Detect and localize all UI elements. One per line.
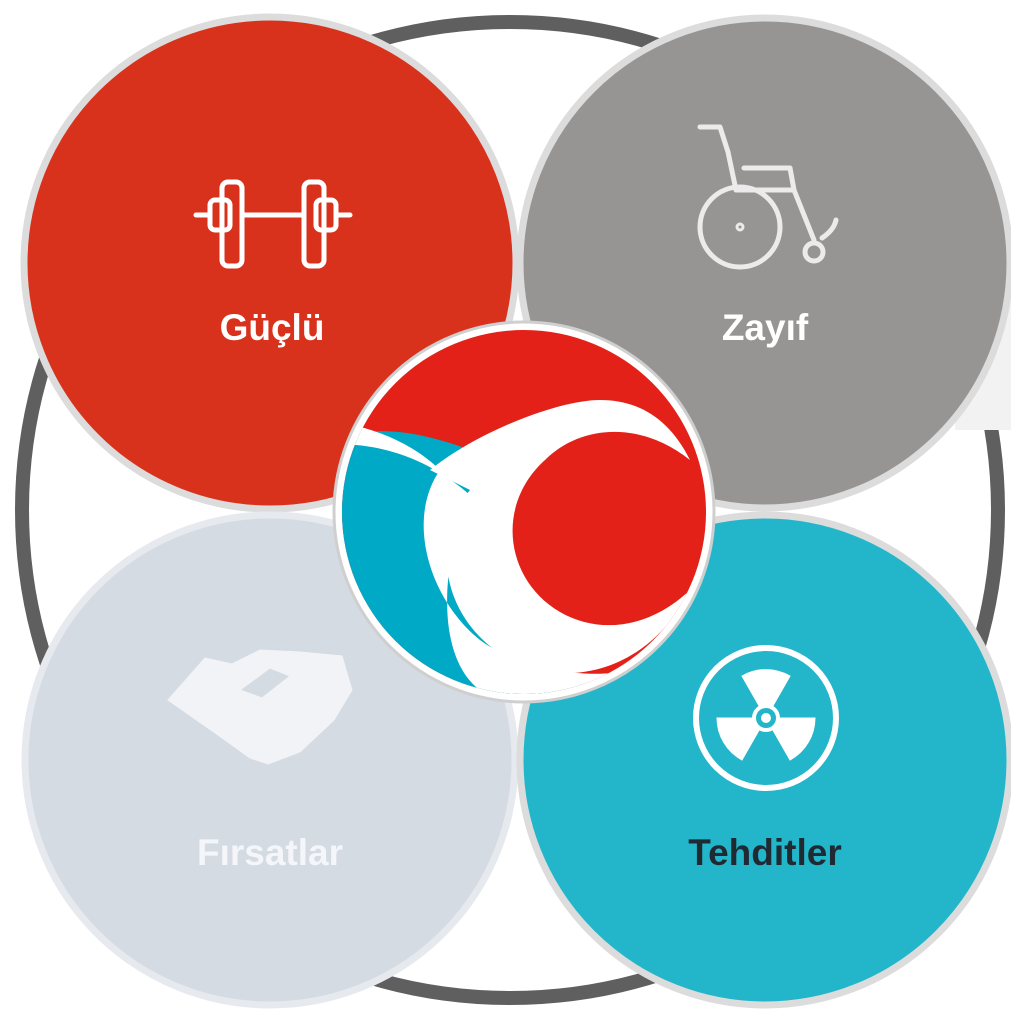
dumbbell-icon [193, 179, 353, 269]
handshake-icon [167, 649, 353, 765]
strengths-label: Güçlü [220, 307, 325, 348]
logo-white-crescent [430, 400, 690, 674]
opportunities-label: Fırsatlar [197, 832, 343, 873]
threats-label: Tehditler [688, 832, 842, 873]
airline-logo-icon [332, 320, 716, 704]
wheelchair-icon [697, 124, 839, 270]
radiation-icon [693, 645, 839, 791]
weaknesses-label: Zayıf [722, 307, 809, 348]
outer-ring [15, 15, 1005, 1005]
logo-white-band [342, 420, 630, 694]
